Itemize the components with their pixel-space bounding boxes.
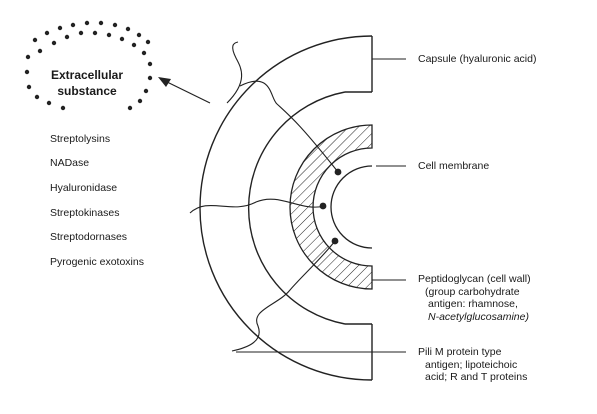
peptidoglycan-label-line: antigen: rhamnose, <box>428 298 518 310</box>
peptidoglycan-wall <box>289 124 373 290</box>
peptidoglycan-label-line: N-acetylglucosamine) <box>428 310 529 323</box>
list-item: Streptodornases <box>50 231 128 243</box>
peptidoglycan-label-line: Peptidoglycan (cell wall) <box>418 273 531 285</box>
list-item: Streptokinases <box>50 207 120 219</box>
peptidoglycan-label: Peptidoglycan (cell wall) (group carbohy… <box>418 273 531 323</box>
cell-membrane-label: Cell membrane <box>418 160 490 172</box>
pili-fibrils <box>189 41 339 352</box>
leader-lines <box>236 58 406 353</box>
pili-label-line: Pili M protein type <box>418 346 502 358</box>
cell-membrane <box>330 165 373 249</box>
extracellular-label-line2: substance <box>57 84 117 98</box>
extracellular-label-line1: Extracellular <box>50 68 124 82</box>
extracellular-dots <box>24 20 153 111</box>
list-item: Streptolysins <box>50 133 111 145</box>
capsule-label: Capsule (hyaluronic acid) <box>418 53 537 65</box>
capsule-layer <box>199 35 373 381</box>
pili-label: Pili M protein type antigen; lipoteichoi… <box>418 346 527 384</box>
list-item: NADase <box>50 157 90 169</box>
peptidoglycan-label-line: (group carbohydrate <box>425 285 520 298</box>
list-item: Hyaluronidase <box>50 182 118 194</box>
pili-label-line: antigen; lipoteichoic <box>425 358 518 371</box>
pili-label-line: acid; R and T proteins <box>425 371 528 383</box>
attachment-dots <box>319 168 342 245</box>
list-item: Pyrogenic exotoxins <box>50 256 144 268</box>
arrow-head-icon <box>158 77 171 87</box>
